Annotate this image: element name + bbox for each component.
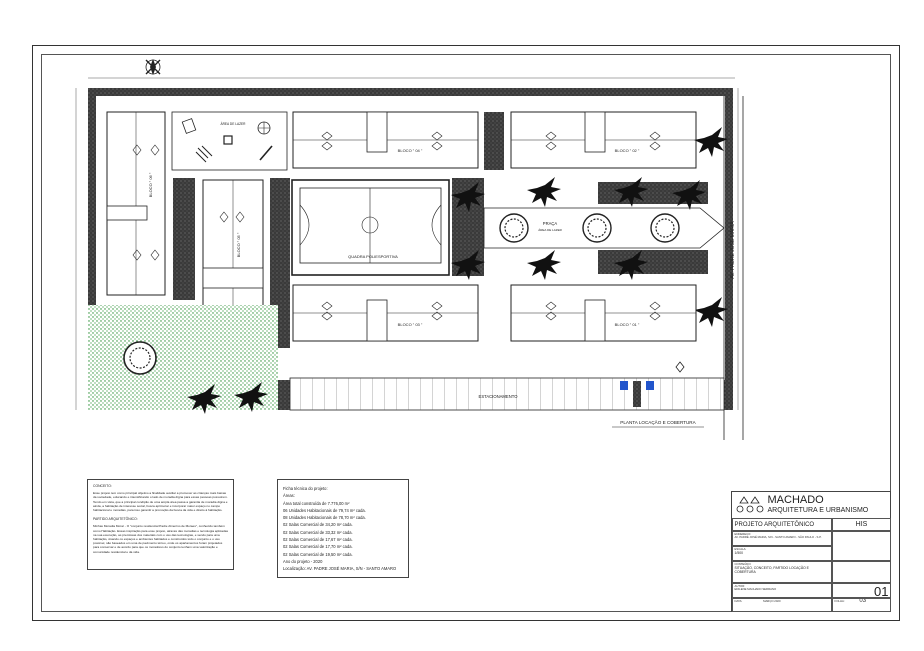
concept-text: Esse projeto tem como principal objetivo… [93,491,228,513]
title-block: MACHADO ARQUITETURA E URBANISMO PROJETO … [731,491,891,612]
date-value: MARÇO 2020 [763,599,781,603]
concept-notes: CONCEITO: Esse projeto tem como principa… [87,479,234,570]
content-value: SITUAÇÃO, CONCEITO, PARTIDO LOCAÇÃO E CO… [734,566,809,575]
block-03-label: BLOCO " 03 " [398,322,423,327]
drawing-title: PLANTA LOCAÇÃO E COBERTURA [620,419,696,425]
garden-area [88,305,278,414]
palm-tree-icon [527,177,561,207]
sheet-number: 01 [832,583,891,598]
address-value: AV. PADRE JOSÉ MARIA, S/N - SANTO AMARO … [734,535,822,540]
parking-area: ESTACIONAMENTO [289,361,725,411]
block-05-label: BLOCO " 05 " [236,232,241,257]
tech-line: 02 Salas Comercial de 17,70 m² cada. [283,544,353,550]
palm-tree-icon [234,382,268,412]
palm-tree-icon [614,250,648,280]
party-title: PARTIDO ARQUITETÔNICO: [93,517,138,522]
tech-line: Áreas: [283,493,295,499]
palm-tree-icon [451,182,485,212]
north-arrow-icon [145,59,161,75]
sheet-count-value: 03 [859,598,867,604]
plaza: PRAÇA ÁREA DE LAZER [483,207,725,249]
palm-tree-icon [187,384,221,414]
scale-label: ESCALA: [734,547,747,551]
party-text: Minhas Moradia Morar - O "conjunto resid… [93,524,228,554]
palm-tree-icon [614,177,648,207]
address-cell: ENDEREÇO: AV. PADRE JOSÉ MARIA, S/N - SA… [732,531,832,546]
palm-tree-icon [694,297,728,327]
block-01-label: BLOCO " 01 " [615,322,640,327]
sheet-count-label: FOLHA: [834,599,845,603]
project-code: HIS [832,518,891,531]
scale-cell: ESCALA: 1/500 [732,546,832,561]
firm-subtitle: ARQUITETURA E URBANISMO [767,507,869,514]
block-02-label: BLOCO " 02 " [615,148,640,153]
blank-cell [832,531,891,561]
tech-line: Ano do projeto - 2020 [283,558,323,564]
palm-tree-icon [451,250,485,280]
firm-logo-icon [736,496,764,513]
parking-label: ESTACIONAMENTO [479,394,519,399]
project-type: PROJETO ARQUITETÔNICO [732,518,832,531]
palm-tree-icon [672,180,706,210]
block-03: BLOCO " 03 " [292,284,479,342]
block-04-label: BLOCO " 04 " [398,148,423,153]
tech-line: Localização: AV. PADRE JOSÉ MARIA, S/N -… [283,566,397,572]
tech-line: 02 Salas Comercial de 34,20 m² cada. [283,522,353,528]
drawing-sheet-border [32,45,900,621]
author-cell: AUTOR: EDILENE MACHADO SERRANO [732,583,832,598]
tech-line: 06 Unidades Habitacionais de 79,74 m² ca… [283,507,366,513]
concept-title: CONCEITO: [93,484,112,488]
scale-value: 1/500 [734,551,744,556]
date-cell: DATA: MARÇO 2020 [732,598,832,612]
site-plan: ÁREA DE LAZER BLOCO " 06 " BLOCO " 05 " … [75,59,744,440]
tech-line: 02 Salas Comercial de 33,32 m² cada. [283,529,353,535]
drawing-frame [41,54,891,612]
leisure-area: ÁREA DE LAZER [171,111,288,171]
date-label: DATA: [734,599,743,603]
tree-icon [582,213,612,243]
sheet-count-cell: FOLHA: 03 [832,598,891,612]
technical-sheet: Ficha técnica do projeto: Áreas: Área to… [277,479,409,578]
blank-cell [832,561,891,583]
plaza-sub-label: ÁREA DE LAZER [538,228,562,232]
block-06-label: BLOCO " 06 " [148,172,153,197]
palm-trees [451,127,728,327]
tech-line: 02 Salas Comercial de 19,50 m² cada. [283,551,353,557]
address-label: ENDEREÇO: [734,532,752,536]
palm-tree-icon [527,250,561,280]
tech-line: 08 Unidades Habitacionais de 78,70 m² ca… [283,515,366,521]
leisure-area-label: ÁREA DE LAZER [221,122,247,126]
avenue-label: AV. PADRE JOSÉ MARIA [729,221,736,279]
tree-icon [123,341,157,375]
firm-name: MACHADO [767,494,824,506]
block-04: BLOCO " 04 " [292,111,479,169]
plaza-label: PRAÇA [543,221,558,226]
author-label: AUTOR: [734,584,746,588]
block-02: BLOCO " 02 " [510,111,697,169]
block-01: BLOCO " 01 " [510,284,697,342]
tech-line: Área total construída de 7.776,00 m² [283,500,350,506]
accessible-parking-icon [646,381,654,390]
tree-icon [499,213,529,243]
content-label: CONTEÚDO: [734,562,752,566]
block-06: BLOCO " 06 " [106,111,166,296]
tree-icon [650,213,680,243]
content-cell: CONTEÚDO: SITUAÇÃO, CONCEITO, PARTIDO LO… [732,561,832,583]
tech-title: Ficha técnica do projeto: [283,486,328,491]
accessible-parking-icon [620,381,628,390]
court-label: QUADRA POLIESPORTIVA [348,254,398,259]
author-value: EDILENE MACHADO SERRANO [734,587,777,592]
palm-tree-icon [694,127,728,157]
tech-line: 02 Salas Comercial de 17,67 m² cada. [283,537,353,543]
sports-court: QUADRA POLIESPORTIVA [291,179,450,276]
